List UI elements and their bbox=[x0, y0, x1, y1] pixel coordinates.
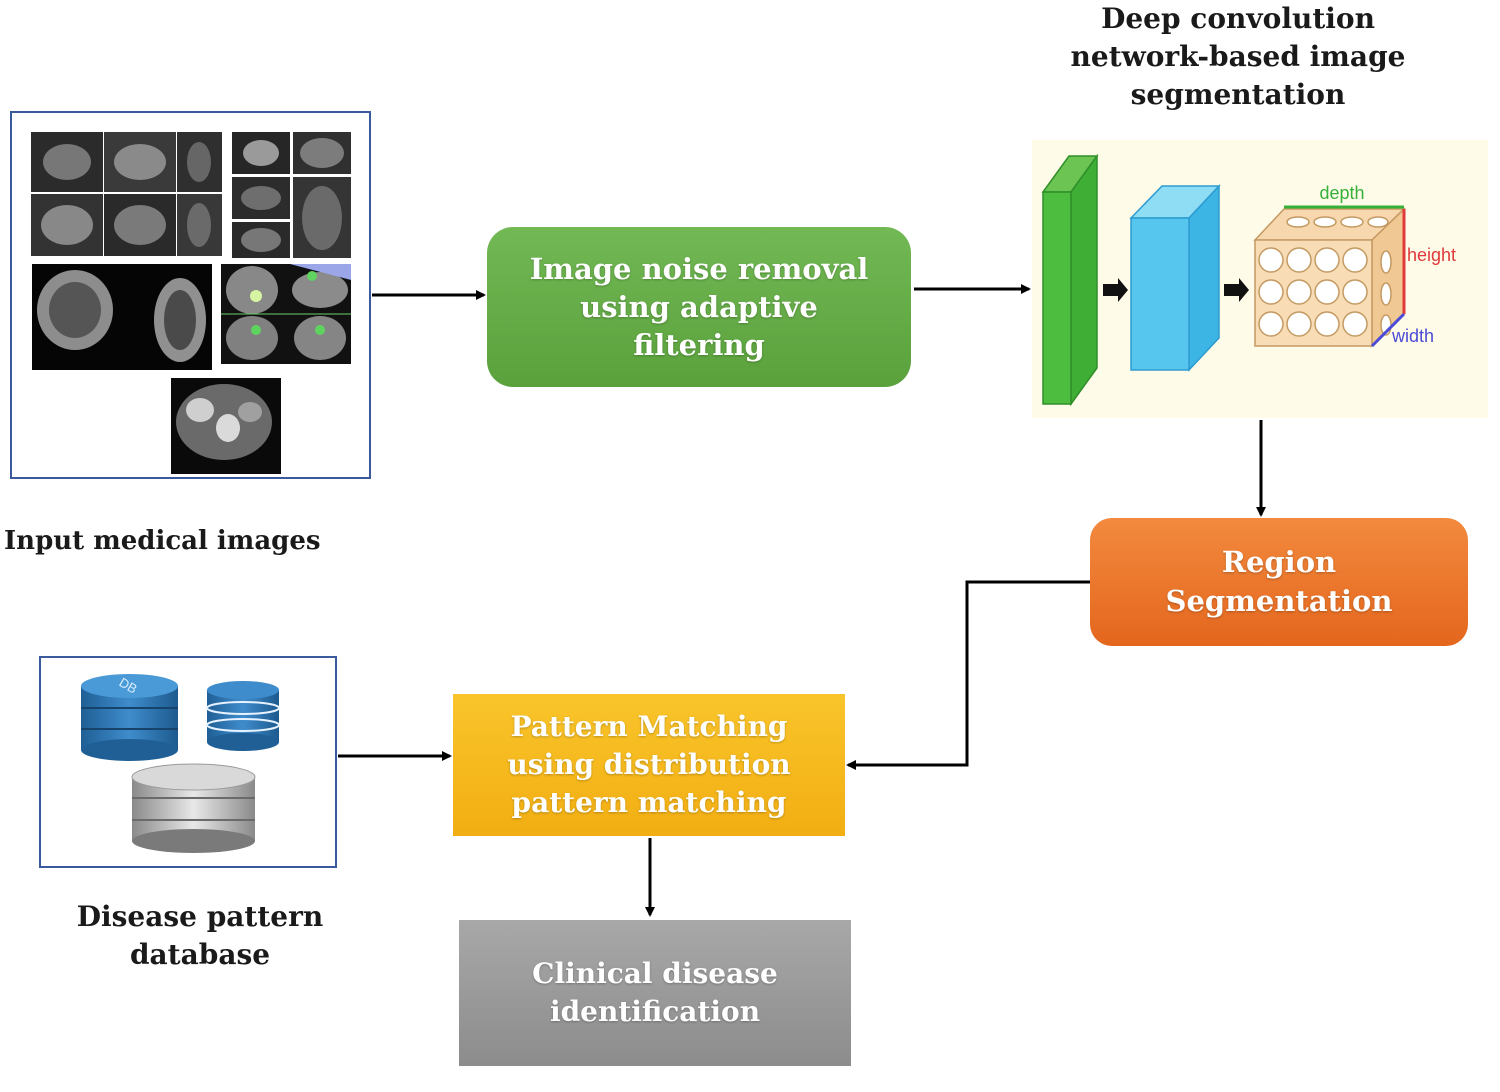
database-caption: Disease pattern database bbox=[76, 900, 324, 971]
noise-removal-label: Image noise removal using adaptive filte… bbox=[529, 252, 869, 362]
cnn-figure: depth height width bbox=[1032, 140, 1488, 418]
clinical-label: Clinical disease identification bbox=[532, 957, 778, 1028]
noise-removal-box-bg bbox=[487, 227, 911, 387]
dcn-caption: Deep convolution network-based image seg… bbox=[1070, 2, 1406, 111]
pattern-matching-label: Pattern Matching using distribution patt… bbox=[507, 710, 791, 819]
database-panel: DB bbox=[39, 656, 337, 868]
height-label: height bbox=[1407, 245, 1456, 265]
pattern-matching-box: Pattern Matching using distribution patt… bbox=[453, 694, 845, 836]
width-label: width bbox=[1391, 326, 1434, 346]
region-segmentation-label: Region Segmentation bbox=[1165, 545, 1393, 618]
pattern-matching-box-bg bbox=[453, 694, 845, 836]
noise-removal-box: Image noise removal using adaptive filte… bbox=[487, 227, 911, 387]
clinical-box: Clinical disease identification bbox=[459, 920, 851, 1066]
db-cylinder-small bbox=[206, 681, 280, 751]
db-cylinder-large: DB bbox=[81, 674, 178, 761]
depth-label: depth bbox=[1319, 183, 1364, 203]
region-segmentation-box: Region Segmentation bbox=[1090, 518, 1468, 646]
medical-images-panel bbox=[10, 111, 371, 479]
arrow-region-to-pattern bbox=[846, 580, 1090, 770]
db-cylinder-grey bbox=[131, 763, 256, 853]
input-images-caption: Input medical images bbox=[4, 526, 321, 556]
region-segmentation-box-bg bbox=[1090, 518, 1468, 646]
clinical-box-bg bbox=[459, 920, 851, 1066]
connectors bbox=[338, 284, 1266, 917]
